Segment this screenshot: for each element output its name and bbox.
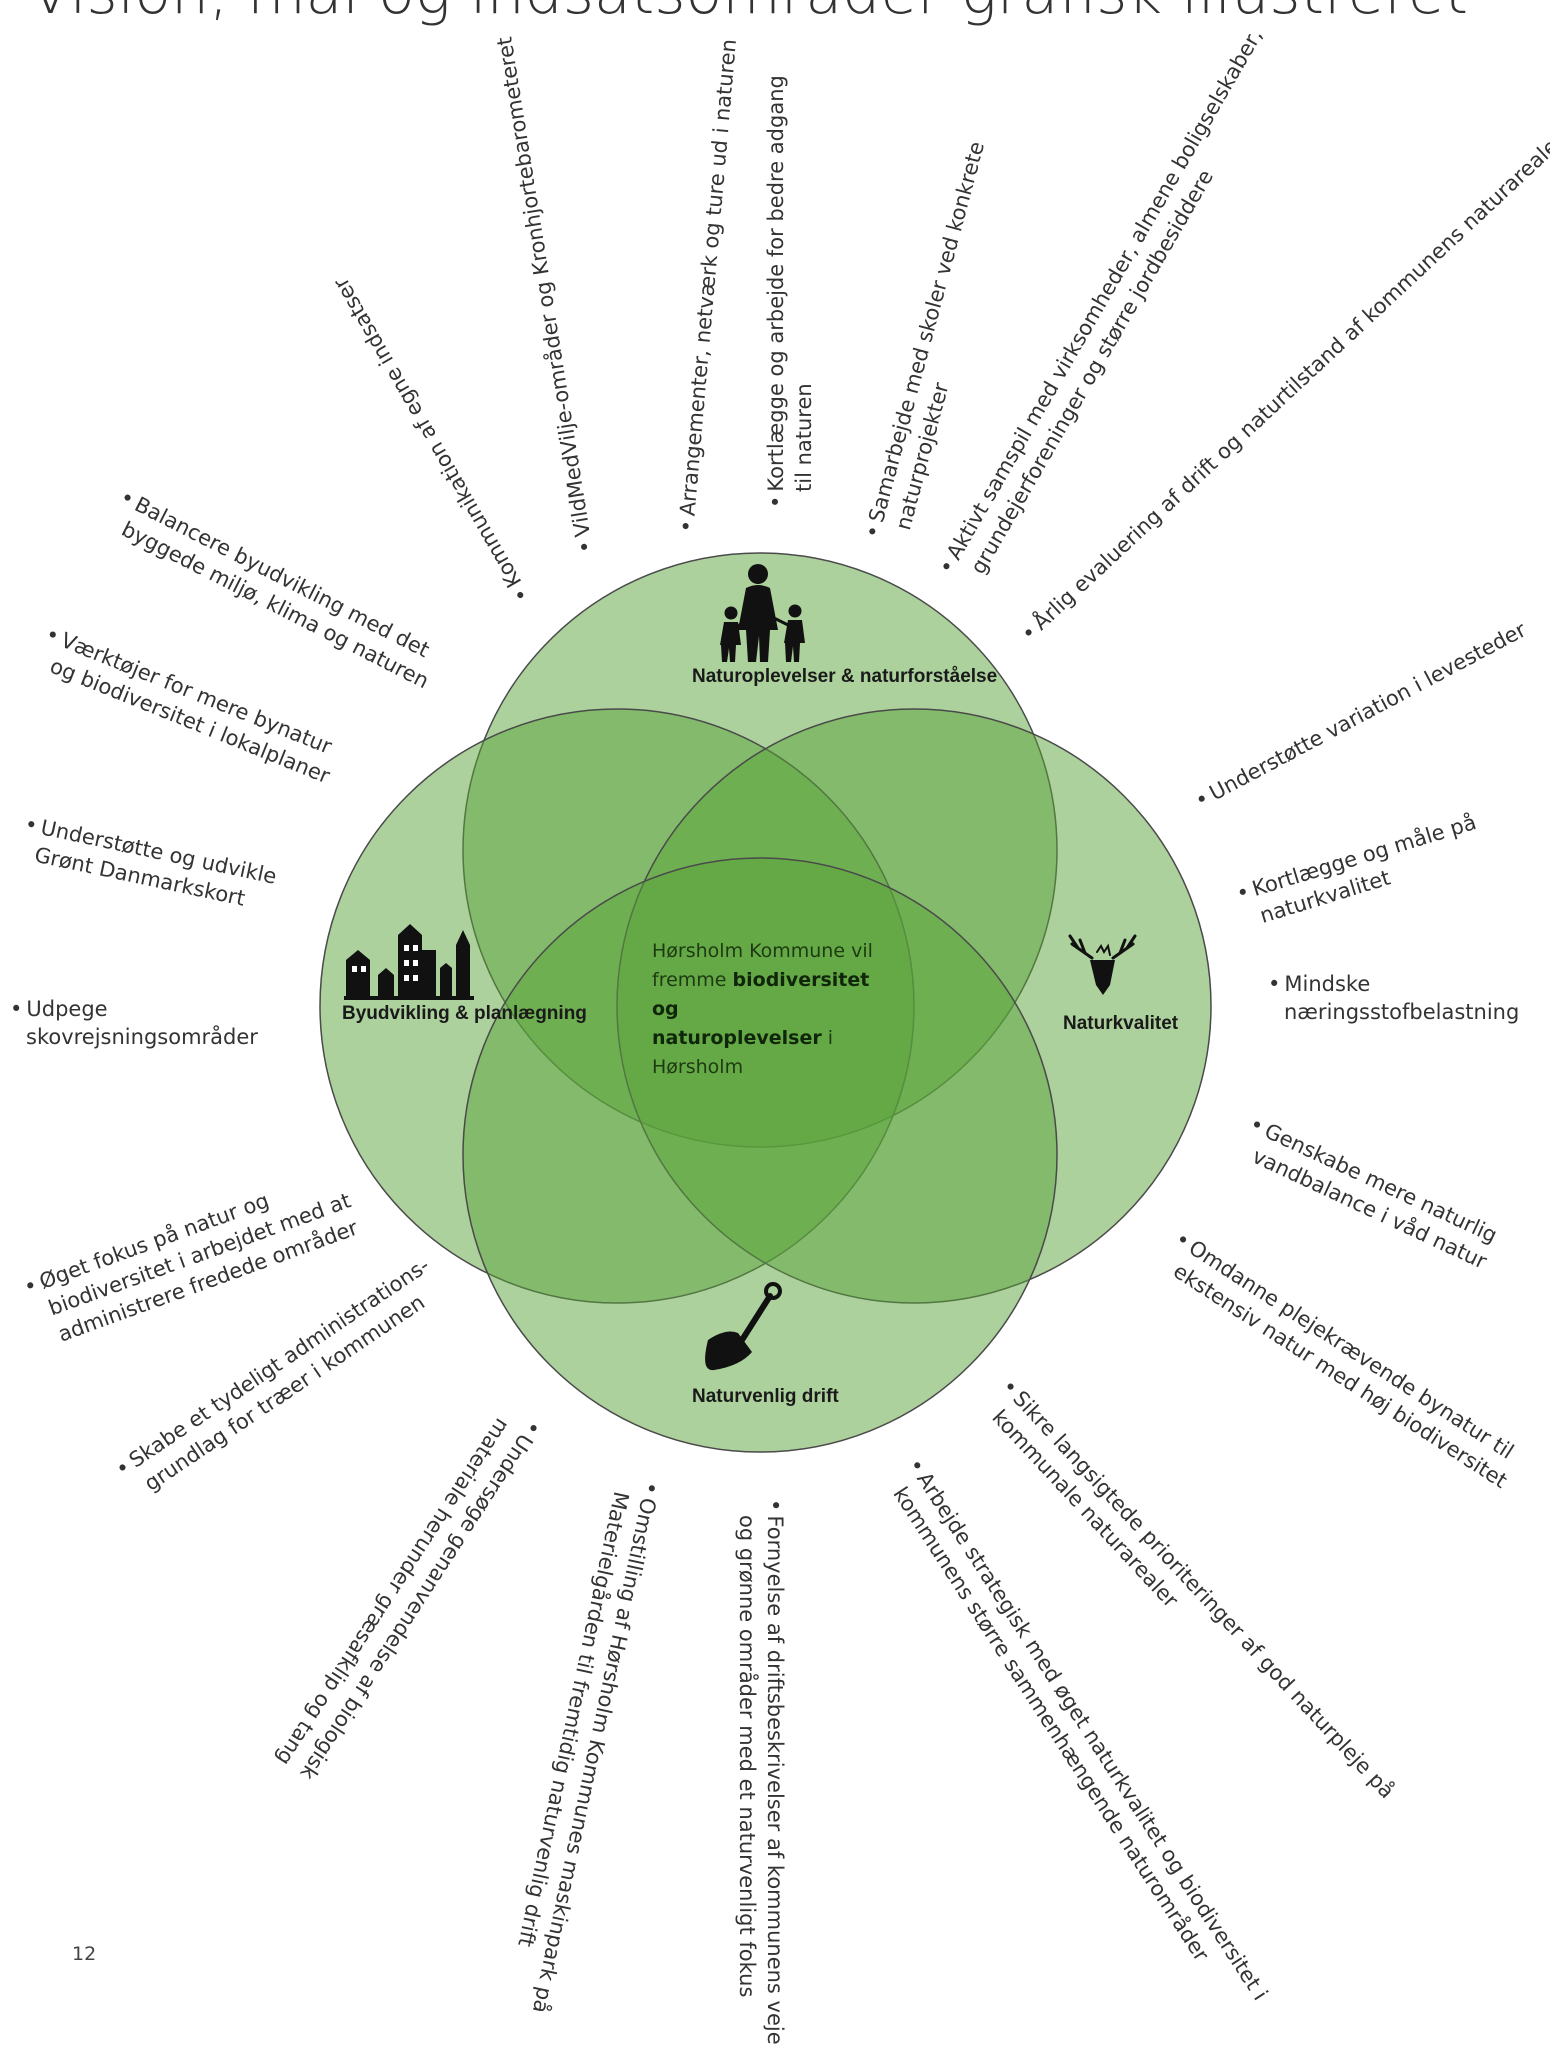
- bullet-text: •Udpege skovrejsningsområder: [10, 995, 258, 1051]
- center-vision-text: Hørsholm Kommune vil fremme biodiversite…: [652, 940, 873, 1078]
- category-label-byudvikling: Byudvikling & planlægning: [342, 1003, 587, 1024]
- shovel-icon: [705, 1282, 782, 1371]
- bullet-line: skovrejsningsområder: [26, 1025, 258, 1049]
- page-number: 12: [72, 1943, 97, 1965]
- bullet-line: •Fornyelse af driftsbeskrivelser af komm…: [763, 1499, 787, 2045]
- deer-icon: [1068, 934, 1137, 995]
- bullet-text: •Mindske næringsstofbelastning: [1268, 970, 1519, 1026]
- city-icon: [344, 924, 474, 1000]
- family-icon: [720, 564, 805, 662]
- page-title: Vision, mål og indsatsområder grafisk il…: [30, 0, 1468, 28]
- bullet-line: •Kortlægge og arbejde for bedre adgang: [764, 75, 788, 508]
- bullet-dot-icon: •: [10, 997, 23, 1021]
- circle-naturvenlig-drift: [462, 857, 1058, 1453]
- bullet-dot-icon: •: [763, 1499, 787, 1512]
- bullet-line: til naturen: [792, 383, 816, 492]
- category-label-naturoplevelser: Naturoplevelser & naturforståelse: [692, 666, 998, 687]
- bullet-line: næringsstofbelastning: [1284, 1000, 1520, 1024]
- bullet-line: og grønne områder med et naturvenligt fo…: [735, 1515, 759, 1998]
- bullet-dot-icon: •: [673, 518, 699, 534]
- bullet-line: •Mindske: [1268, 972, 1371, 996]
- bullet-dot-icon: •: [1268, 972, 1281, 996]
- category-label-naturkvalitet: Naturkvalitet: [1063, 1013, 1179, 1034]
- venn-circles: [319, 552, 1212, 1453]
- bullet-text: •Fornyelse af driftsbeskrivelser af komm…: [733, 1499, 789, 2045]
- bullet-dot-icon: •: [764, 495, 788, 508]
- bullet-line: •Udpege: [10, 997, 108, 1021]
- category-label-naturvenlig-drift: Naturvenlig drift: [692, 1386, 839, 1407]
